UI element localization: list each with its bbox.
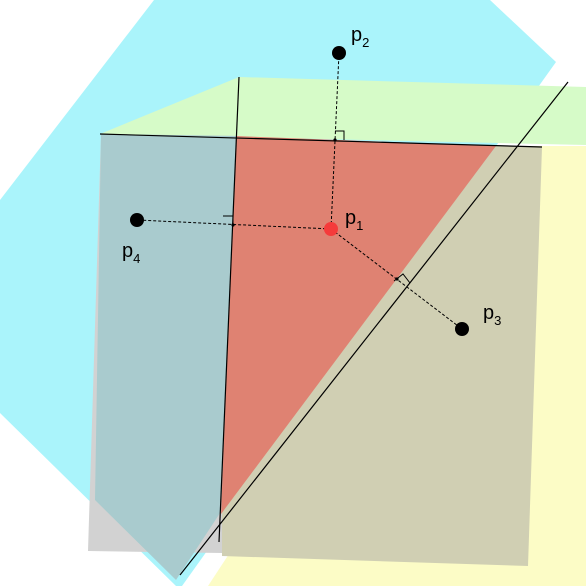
halfplane-green-region bbox=[100, 77, 586, 145]
point-p2 bbox=[332, 46, 346, 60]
midpoint-dot-left bbox=[231, 223, 235, 227]
bisector-line-p1-p4 bbox=[218, 76, 240, 543]
label-p4: p4 bbox=[122, 240, 140, 266]
point-p1 bbox=[324, 222, 338, 236]
point-p4 bbox=[130, 213, 144, 227]
midpoint-dot-right bbox=[395, 277, 399, 281]
label-p2: p2 bbox=[351, 24, 369, 50]
halfplane-khaki-region bbox=[222, 146, 542, 566]
right-angle-marker-top bbox=[335, 130, 345, 140]
label-p1: p1 bbox=[345, 207, 363, 233]
bisector-line-p1-p2 bbox=[99, 133, 543, 148]
midpoint-dot-top bbox=[333, 138, 337, 142]
point-p3 bbox=[455, 322, 469, 336]
bisector-line-p1-p3 bbox=[179, 81, 569, 576]
connector-p1-p2 bbox=[330, 52, 340, 230]
right-angle-marker-left bbox=[223, 215, 234, 226]
voronoi-cell-p1 bbox=[221, 136, 496, 514]
halfplane-steel-region bbox=[95, 134, 239, 580]
label-p3: p3 bbox=[483, 302, 501, 328]
